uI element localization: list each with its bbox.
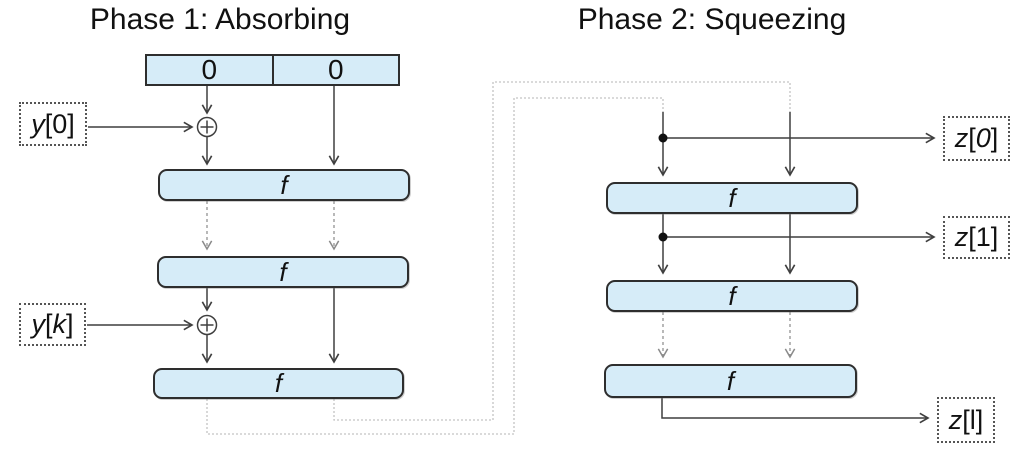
phase2-connectors [657,112,936,424]
f-label: f [728,182,736,213]
input-label-y0: y[0] [19,102,87,146]
f-label: f [726,365,735,396]
state-feedback-lines [206,81,791,435]
output-label-z0: z[0] [943,116,1010,161]
f-label: f [274,368,283,398]
feedback-right-path [333,81,791,421]
f-box-absorb-2: f [157,256,409,288]
f-box-squeeze-2: f [606,280,858,312]
feedback-left-path [206,97,664,435]
input-label-yk: y[k] [19,303,86,346]
bracket-open: [ [44,108,53,139]
f-label: f [728,280,736,311]
phase1-iteration-arrows [201,201,340,251]
var-letter: y [31,309,45,339]
index-value: 0 [52,108,68,139]
output-label-zl: z[l] [937,397,995,443]
var-letter: z [954,222,969,252]
branch-dot-icon [658,133,668,143]
bracket-close: ] [990,123,999,153]
state-cell-left: 0 [147,54,274,85]
f-label: f [279,256,287,287]
f-label: f [280,169,288,200]
bracket-close: ] [990,222,999,252]
index-value: 0 [975,123,991,153]
bracket-open: [ [968,123,976,153]
var-letter: z [954,123,969,153]
output-label-z1: z[1] [943,216,1010,259]
state-register: 0 0 [145,54,400,86]
bracket-open: [ [968,222,976,252]
index-value: k [52,309,67,339]
phase2-title: Phase 2: Squeezing [577,3,847,36]
bracket-open: [ [44,309,53,339]
f-box-squeeze-3: f [604,364,857,398]
bracket-close: ] [975,404,984,435]
f-box-squeeze-1: f [606,182,858,214]
bracket-open: [ [962,404,970,435]
var-letter: z [948,404,963,435]
xor-icon [196,116,218,138]
state-cell-right: 0 [327,54,344,85]
index-value: l [969,404,976,435]
f-box-absorb-1: f [158,169,410,201]
f-box-absorb-3: f [153,368,404,399]
bracket-close: ] [66,309,74,339]
index-value: 1 [975,222,991,252]
xor-icon [196,314,218,336]
phase2-iteration-arrows [657,312,796,359]
bracket-close: ] [67,108,75,139]
var-letter: y [31,108,45,139]
phase1-title: Phase 1: Absorbing [89,3,351,36]
phase1-connectors [87,86,340,364]
branch-dot-icon [658,232,668,242]
